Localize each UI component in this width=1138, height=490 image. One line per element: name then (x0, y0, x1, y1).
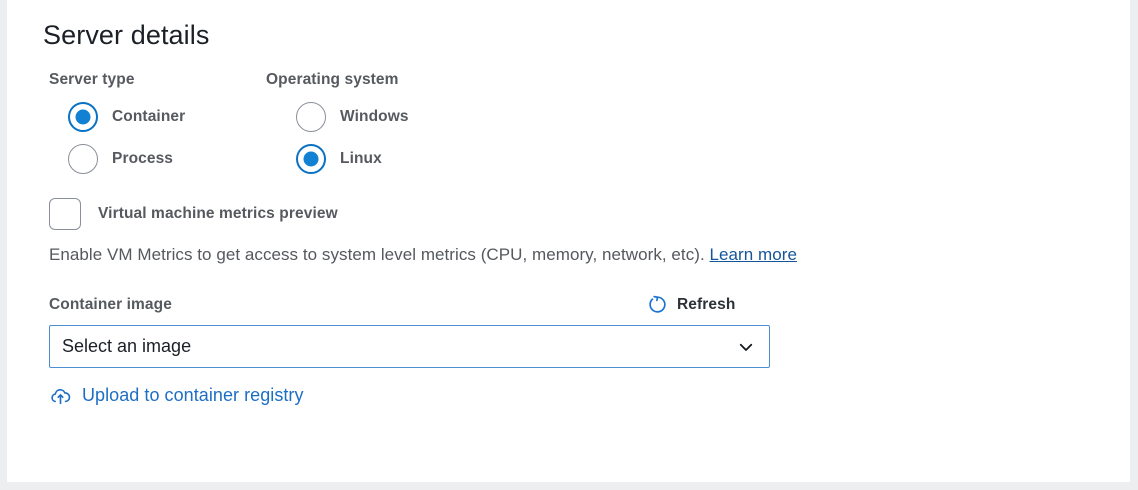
radio-server-type-process[interactable]: Process (68, 144, 173, 174)
vm-metrics-checkbox-label: Virtual machine metrics preview (98, 205, 338, 222)
radio-unselected-icon (296, 102, 326, 132)
radio-selected-icon (68, 102, 98, 132)
radio-group-labels: Server type Operating system (43, 71, 1130, 95)
radio-label-process: Process (112, 150, 174, 167)
page-title: Server details (43, 20, 210, 50)
server-details-card: Server details Server type Operating sys… (7, 0, 1130, 482)
container-image-select[interactable]: Select an image (49, 325, 770, 368)
radio-selected-icon (296, 144, 326, 174)
container-image-select-value: Select an image (62, 336, 192, 356)
vm-metrics-checkbox-row[interactable]: Virtual machine metrics preview (43, 198, 1130, 230)
refresh-button[interactable]: Refresh (647, 294, 735, 315)
container-image-select-wrap: Select an image (49, 325, 770, 368)
card-inner: Server details Server type Operating sys… (43, 0, 1130, 482)
radio-label-container: Container (112, 108, 186, 125)
vm-metrics-helper-text: Enable VM Metrics to get access to syste… (49, 244, 1130, 266)
server-type-label: Server type (49, 71, 135, 88)
radio-label-windows: Windows (340, 108, 409, 125)
operating-system-label: Operating system (266, 71, 399, 88)
radio-os-linux[interactable]: Linux (296, 144, 382, 174)
container-image-label: Container image (49, 296, 172, 313)
radio-unselected-icon (68, 144, 98, 174)
cloud-upload-icon (51, 389, 71, 405)
learn-more-link[interactable]: Learn more (709, 245, 797, 264)
radio-label-linux: Linux (340, 150, 382, 167)
refresh-button-label: Refresh (677, 295, 736, 313)
refresh-circular-arrow-icon (649, 295, 666, 313)
helper-text: Enable VM Metrics to get access to syste… (49, 245, 705, 264)
radio-os-windows[interactable]: Windows (296, 102, 409, 132)
radio-grid: Container Process Windows Linux (43, 102, 1130, 188)
upload-link-label: Upload to container registry (82, 385, 304, 405)
upload-to-container-registry-link[interactable]: Upload to container registry (49, 384, 304, 407)
radio-server-type-container[interactable]: Container (68, 102, 185, 132)
container-image-field-head: Container image Refresh (43, 294, 1130, 320)
checkbox-unchecked-icon[interactable] (49, 198, 81, 230)
chevron-down-icon (739, 343, 753, 351)
